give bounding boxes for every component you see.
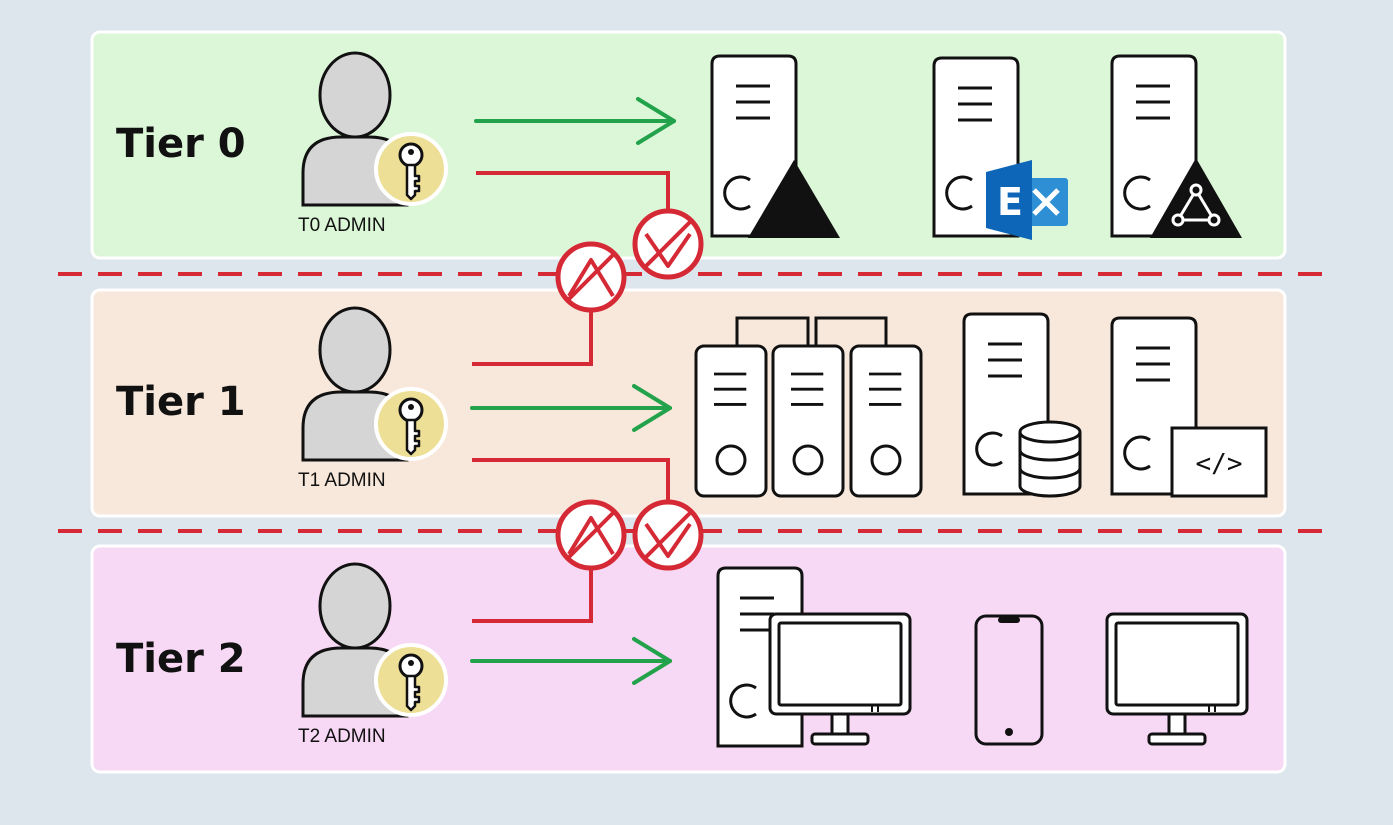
arrow-right-icon bbox=[474, 97, 676, 145]
blocked-path-t0-down bbox=[476, 171, 701, 277]
mobile-phone bbox=[974, 614, 1044, 746]
tier2-admin: T2 ADMIN bbox=[298, 562, 448, 747]
tier1-panel bbox=[90, 288, 1287, 518]
arrow-right-icon bbox=[470, 637, 672, 685]
key-icon bbox=[374, 132, 448, 206]
tier1-admin: T1 ADMIN bbox=[298, 306, 448, 491]
key-icon bbox=[374, 387, 448, 461]
tier1-admin-label: T1 ADMIN bbox=[298, 470, 386, 491]
database-icon bbox=[1018, 420, 1082, 498]
tier2-label: Tier 2 bbox=[116, 636, 246, 682]
exchange-logo-letter: E bbox=[997, 180, 1023, 224]
identity-federation-server bbox=[1110, 54, 1242, 238]
tier0-label: Tier 0 bbox=[116, 121, 246, 167]
server-cluster bbox=[694, 316, 923, 498]
domain-controller-server bbox=[710, 54, 840, 238]
arrow-right-icon bbox=[470, 384, 672, 432]
blocked-path-t2-up bbox=[472, 502, 624, 623]
tier2-admin-label: T2 ADMIN bbox=[298, 726, 386, 747]
tier0-admin-label: T0 ADMIN bbox=[298, 215, 386, 236]
no-access-icon bbox=[558, 244, 624, 310]
application-server: </> bbox=[1110, 316, 1268, 498]
tier0-admin: T0 ADMIN bbox=[298, 51, 448, 236]
network-triangle-icon bbox=[1171, 183, 1221, 227]
no-access-icon bbox=[558, 502, 624, 568]
exchange-logo-icon: E bbox=[986, 160, 1068, 240]
exchange-server: E bbox=[932, 56, 1068, 240]
database-server bbox=[962, 312, 1082, 498]
no-access-icon bbox=[635, 502, 701, 568]
key-icon bbox=[374, 643, 448, 717]
workstation bbox=[716, 566, 912, 748]
blocked-path-t1-up bbox=[472, 244, 624, 366]
app-server-code: </> bbox=[1196, 449, 1243, 479]
code-icon: </> bbox=[1170, 426, 1268, 498]
blocked-path-t1-down bbox=[472, 458, 701, 568]
tier1-label: Tier 1 bbox=[116, 379, 246, 425]
triangle-icon bbox=[748, 160, 840, 238]
